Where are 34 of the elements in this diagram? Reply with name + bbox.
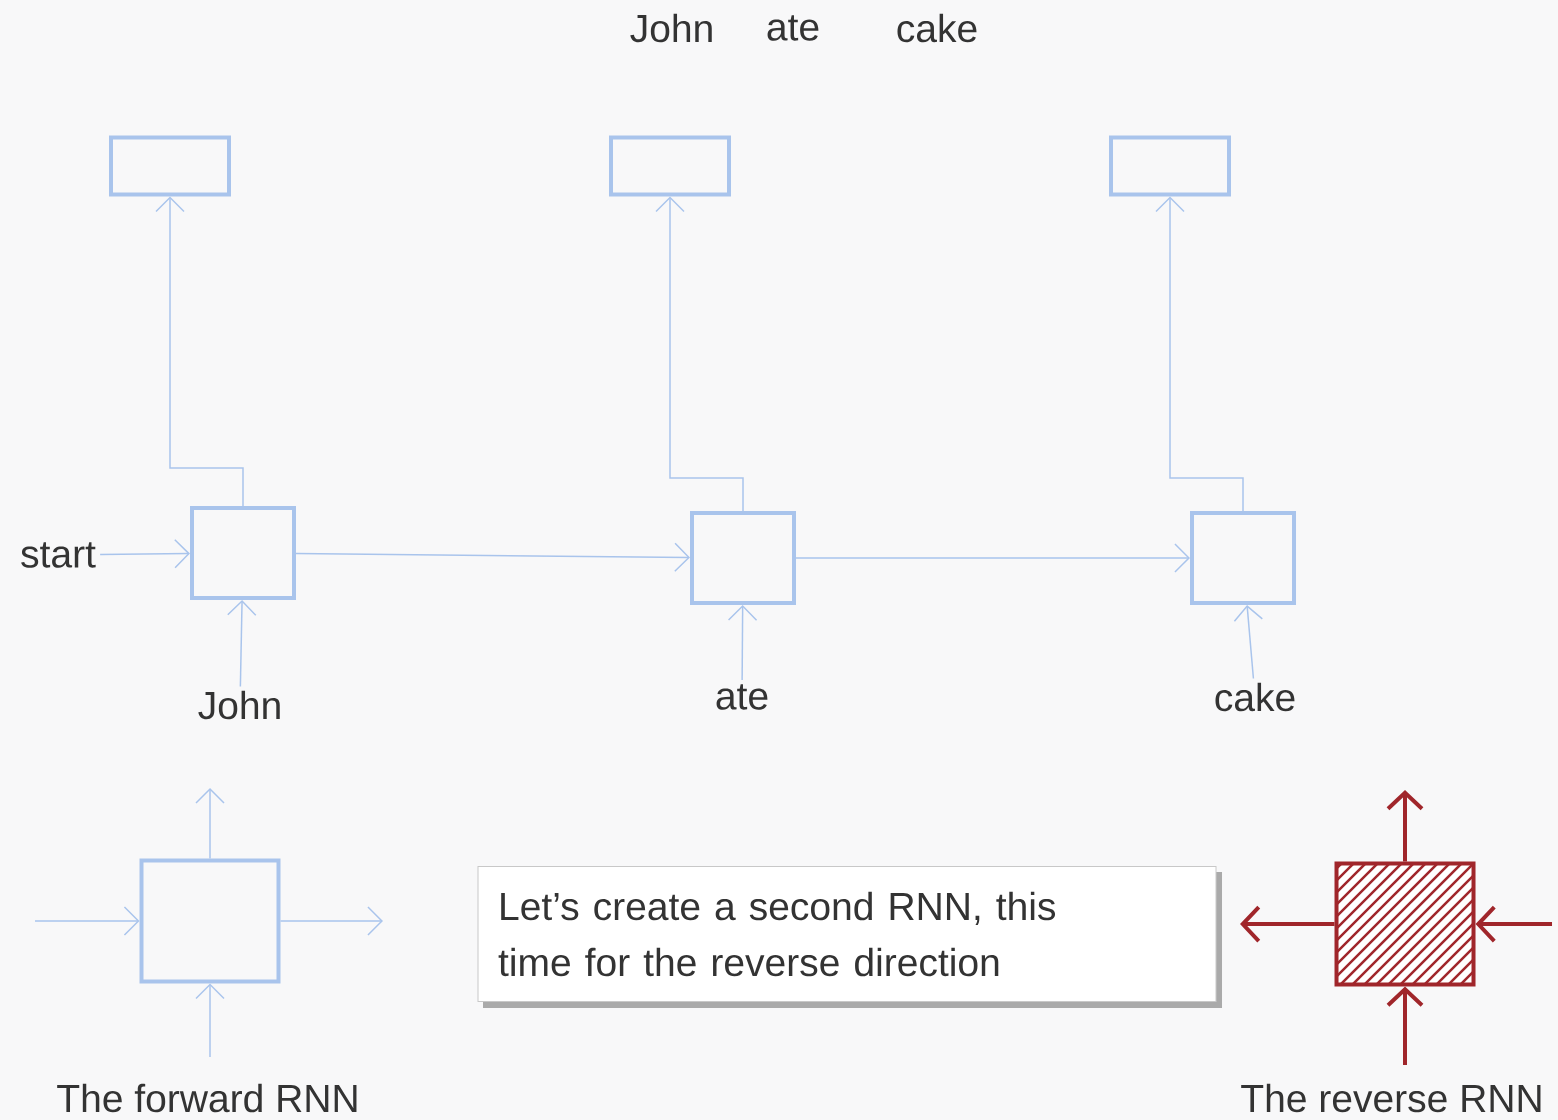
arrow [195, 788, 225, 860]
arrow [279, 906, 383, 936]
arrow [295, 542, 690, 573]
text-box: Let’s create a second RNN, this time for the reverse direction [477, 866, 1222, 1008]
arrow [1240, 905, 1335, 943]
word-label: cake [1215, 682, 1295, 712]
arrow [727, 605, 758, 681]
word-label: ate [716, 684, 768, 710]
arrow [1233, 605, 1264, 680]
node-label: The reverse RNN [1241, 1083, 1541, 1113]
arrow [227, 600, 257, 688]
arrow [1155, 196, 1244, 512]
word-label: cake [897, 13, 977, 43]
rnn-cell [109, 135, 231, 197]
word-label: John [630, 13, 712, 43]
rnn-cell [690, 511, 796, 605]
arrow [655, 196, 744, 512]
arrow [1386, 986, 1424, 1065]
rnn-cell [1334, 861, 1476, 987]
rnn-cell [1190, 511, 1296, 605]
word-label: John [198, 690, 280, 720]
rnn-cell [139, 858, 281, 984]
rnn-cell [609, 135, 731, 197]
arrow [34, 906, 140, 936]
arrow [99, 539, 190, 569]
rnn-cell [190, 506, 296, 600]
word-label: ate [767, 15, 819, 41]
rnn-cell [1109, 135, 1231, 197]
arrow [195, 983, 225, 1058]
arrow [1475, 905, 1552, 943]
arrow [795, 543, 1190, 573]
arrow [155, 196, 244, 507]
word-label: start [21, 542, 96, 568]
node-label: The forward RNN [57, 1083, 357, 1113]
